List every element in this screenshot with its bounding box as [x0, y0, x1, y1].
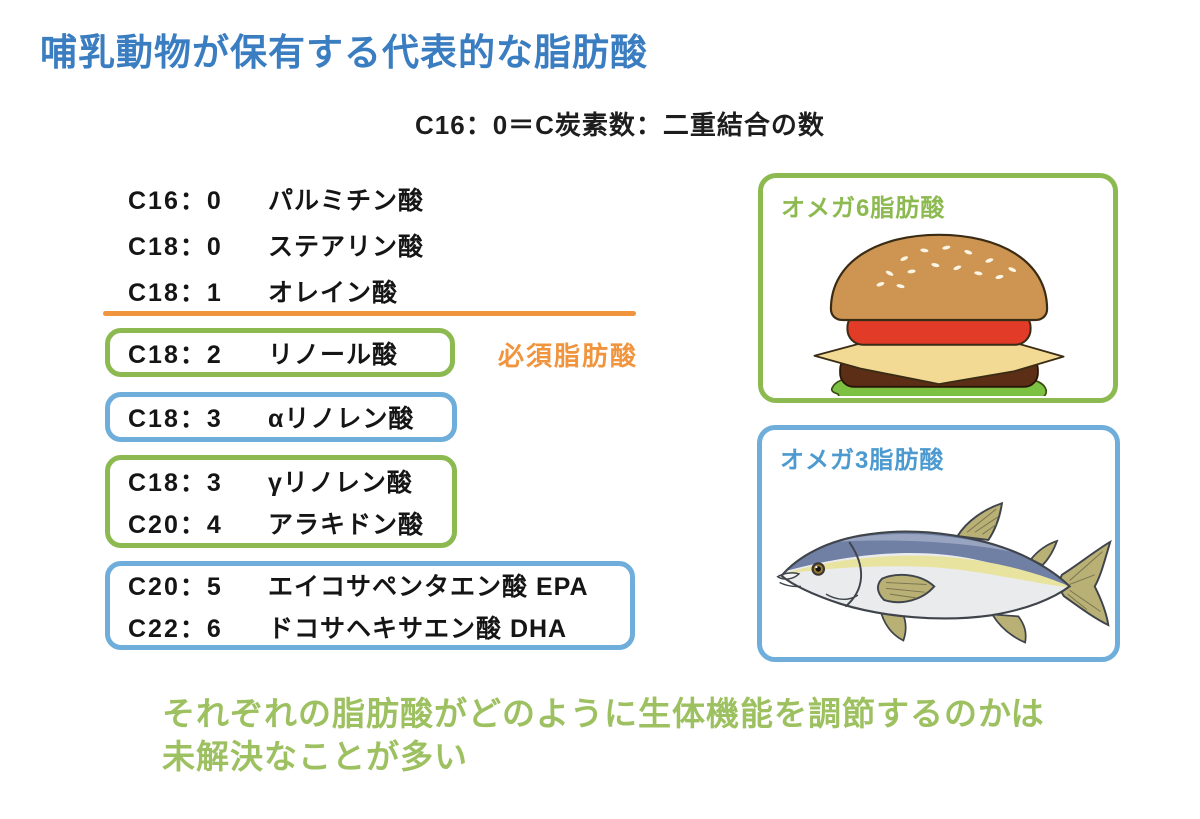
alpha-linolenic-acid-box: C18：3 αリノレン酸 — [105, 392, 457, 442]
fatty-acid-row: C20：4 アラキドン酸 — [128, 508, 452, 539]
fatty-acid-row: C22：6 ドコサヘキサエン酸 DHA — [128, 612, 630, 643]
fatty-acid-code: C20：5 — [128, 572, 223, 601]
fatty-acid-row: C18：3 αリノレン酸 — [128, 402, 452, 433]
fatty-acid-row: C20：5 エイコサペンタエン酸 EPA — [128, 570, 630, 601]
omega3-box: オメガ3脂肪酸 — [757, 425, 1120, 662]
fatty-acid-code: C18：0 — [128, 233, 223, 261]
fatty-acid-code: C18：2 — [128, 340, 223, 369]
fatty-acid-name: γリノレン酸 — [268, 468, 413, 497]
essential-fatty-acid-label: 必須脂肪酸 — [498, 341, 639, 371]
fatty-acid-name: エイコサペンタエン酸 EPA — [268, 572, 589, 601]
fatty-acid-code: C18：1 — [128, 279, 223, 307]
fatty-acid-row: C18：1 オレイン酸 — [128, 276, 424, 307]
essential-divider-line — [103, 311, 636, 316]
caption-line2: 未解決なことが多い — [162, 738, 468, 775]
fatty-acid-name: オレイン酸 — [268, 279, 399, 307]
omega6-label: オメガ6脂肪酸 — [781, 195, 946, 222]
fatty-acid-name: αリノレン酸 — [268, 405, 415, 433]
caption-line1: それぞれの脂肪酸がどのように生体機能を調節するのかは — [162, 695, 1045, 732]
caption: それぞれの脂肪酸がどのように生体機能を調節するのかは 未解決なことが多い — [162, 692, 1045, 778]
omega3-label: オメガ3脂肪酸 — [780, 447, 945, 474]
fatty-acid-code: C18：3 — [128, 405, 223, 433]
saturated-fatty-acid-list: C16：0 パルミチン酸 C18：0 ステアリン酸 C18：1 オレイン酸 — [128, 184, 425, 307]
epa-dha-box: C20：5 エイコサペンタエン酸 EPA C22：6 ドコサヘキサエン酸 DHA — [105, 561, 635, 650]
fatty-acid-name: パルミチン酸 — [268, 187, 425, 215]
fatty-acid-row: C18：2 リノール酸 — [128, 338, 450, 369]
omega6-derived-acids-box: C18：3 γリノレン酸 C20：4 アラキドン酸 — [105, 455, 457, 548]
fatty-acid-name: アラキドン酸 — [268, 510, 425, 539]
fatty-acid-row: C18：0 ステアリン酸 — [128, 230, 425, 261]
fish-icon — [776, 501, 1112, 644]
page-title: 哺乳動物が保有する代表的な脂肪酸 — [40, 32, 648, 73]
omega6-box: オメガ6脂肪酸 — [758, 173, 1118, 403]
fatty-acid-code: C18：3 — [128, 468, 223, 497]
fatty-acid-row: C18：3 γリノレン酸 — [128, 466, 452, 497]
fatty-acid-name: ドコサヘキサエン酸 DHA — [268, 614, 568, 643]
fatty-acid-row: C16：0 パルミチン酸 — [128, 184, 425, 215]
notation-legend: C16：0＝C炭素数：二重結合の数 — [415, 110, 825, 140]
fatty-acid-code: C16：0 — [128, 187, 223, 215]
fatty-acid-name: リノール酸 — [268, 340, 399, 369]
fatty-acid-code: C20：4 — [128, 510, 223, 539]
linoleic-acid-box: C18：2 リノール酸 — [105, 328, 455, 377]
fatty-acid-code: C22：6 — [128, 614, 223, 643]
fatty-acid-name: ステアリン酸 — [268, 233, 425, 261]
hamburger-icon — [813, 233, 1065, 396]
